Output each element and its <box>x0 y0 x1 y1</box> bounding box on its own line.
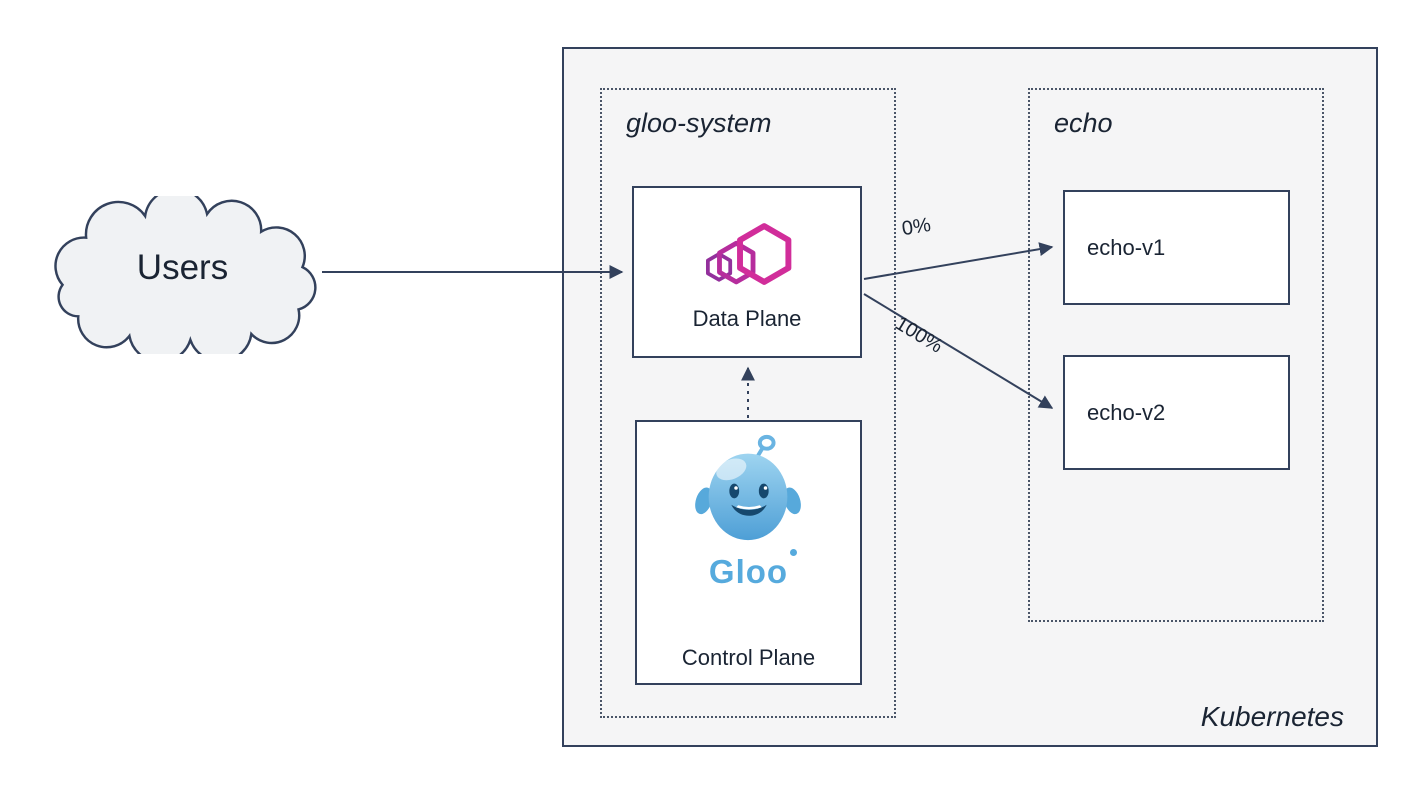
node-echo-v2: echo-v2 <box>1063 355 1290 470</box>
data-plane-label: Data Plane <box>692 305 802 331</box>
edge-label-0-percent: 0% <box>900 213 933 241</box>
gloo-logo-text: Gloo <box>708 549 798 590</box>
users-cloud: Users <box>35 196 330 354</box>
echo-v1-label: echo-v1 <box>1087 234 1166 260</box>
namespace-echo-label: echo <box>1054 108 1113 138</box>
node-echo-v1: echo-v1 <box>1063 190 1290 305</box>
echo-v2-label: echo-v2 <box>1087 399 1166 425</box>
gloo-gateway-icon <box>693 211 801 302</box>
control-plane-label: Control Plane <box>681 645 816 670</box>
node-control-plane: Gloo Control Plane <box>635 420 862 685</box>
cloud-icon <box>54 196 317 354</box>
namespace-gloo-system-label: gloo-system <box>626 108 772 138</box>
gloo-mascot-icon <box>690 430 808 553</box>
kubernetes-label: Kubernetes <box>1200 701 1344 732</box>
users-label: Users <box>136 248 229 287</box>
node-data-plane: Data Plane <box>632 186 862 358</box>
